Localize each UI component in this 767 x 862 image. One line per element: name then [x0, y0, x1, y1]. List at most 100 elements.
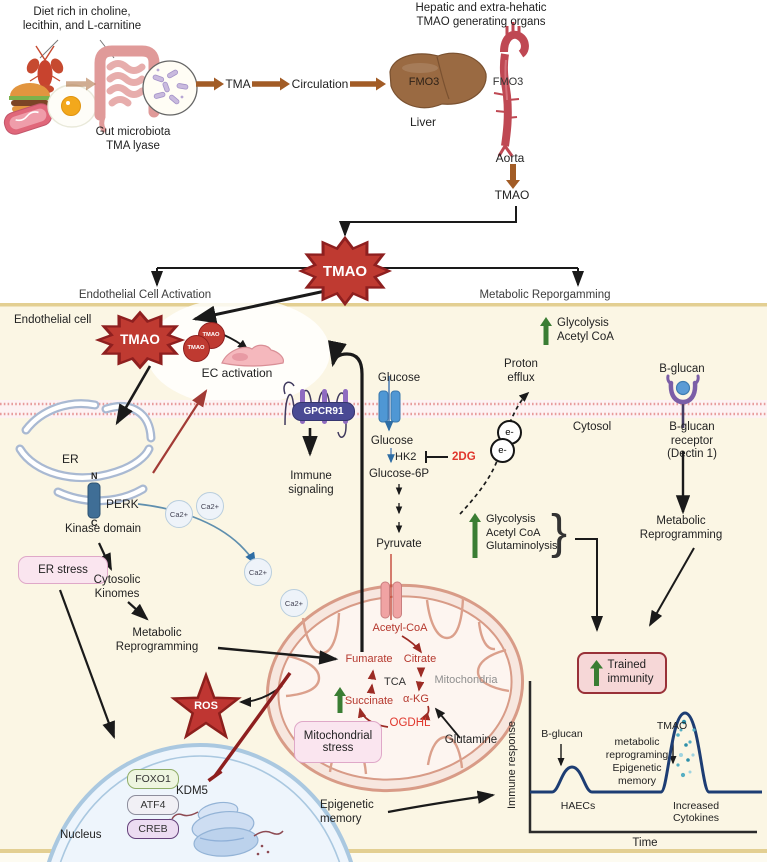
bglucan-label: B-glucan	[659, 363, 705, 375]
chart-bglucan-label: B-glucan	[541, 728, 583, 740]
calcium-ion-4: Ca2+	[280, 589, 308, 617]
nucleus-label: Nucleus	[60, 829, 102, 841]
liver-label: Liver	[409, 115, 437, 129]
chart-ylabel: Immune response	[506, 720, 518, 809]
chart-xlabel: Time	[632, 837, 658, 849]
mitochondria-label: Mitochondria	[434, 674, 498, 686]
chart-increased-cytokines-label: Increased Cytokines	[672, 800, 720, 825]
akg-label: α-KG	[403, 693, 429, 705]
epigenetic-memory-label: Epigenetic memory	[320, 799, 374, 825]
brown-arrows	[66, 77, 520, 189]
tma-label: TMA	[225, 77, 251, 91]
intestine-icon	[94, 45, 160, 133]
dectin1-receptor	[666, 374, 700, 428]
ec-cell-icon	[221, 344, 284, 367]
mitochondrial-stress-box: Mitochondrial stress	[294, 721, 382, 763]
ros-label: ROS	[194, 700, 218, 712]
gpcr91-pill: GPCR91	[292, 402, 355, 421]
gut-microbiota-label: Gut microbiota TMA lyase	[95, 126, 171, 152]
tmao-top-label: TMAO	[494, 188, 530, 202]
aorta-label: Aorta	[495, 151, 525, 165]
tmao-starburst-main	[297, 235, 393, 307]
connector-arrows	[58, 206, 695, 814]
chart-tmao-label: TMAO	[656, 720, 688, 732]
cytosolic-kinomes-label: Cytosolic Kinomes	[93, 574, 141, 600]
er-shape	[15, 399, 156, 506]
trained-immunity-label: Trained immunity	[607, 659, 654, 685]
mito-export-arrow	[327, 340, 364, 652]
inset-chart	[528, 681, 762, 834]
er-label: ER	[62, 452, 79, 466]
immune-signaling-label: Immune signaling	[288, 470, 334, 496]
glucose-transporter	[378, 390, 401, 423]
green-up-arrows	[334, 317, 552, 713]
kinase-domain-label: Kinase domain	[64, 523, 142, 535]
metabolic-reprogramming-right-label: Metabolic Reprogramming	[639, 515, 723, 541]
fumarate-label: Fumarate	[345, 653, 393, 665]
fmo3-aorta-label: FMO3	[492, 76, 524, 88]
glucose-out-label: Glucose	[377, 372, 421, 384]
calcium-ion-3: Ca2+	[244, 558, 272, 586]
meat-icon	[3, 103, 53, 135]
foxo1-pill: FOXO1	[127, 769, 179, 789]
perk-kinase-domain	[87, 482, 101, 519]
diet-label: Diet rich in choline, lecithin, and L-ca…	[22, 6, 142, 32]
electron-2: e-	[490, 438, 515, 463]
brace-glyph: }	[551, 506, 568, 559]
pyruvate-label: Pyruvate	[376, 538, 422, 550]
microbiota-magnifier	[142, 60, 198, 116]
cytokine-dots	[676, 719, 696, 778]
perk-c-terminus: C	[91, 518, 98, 528]
perk-label: PERK	[106, 497, 139, 511]
nucleus-shape	[46, 743, 354, 862]
succinate-label: Succinate	[344, 695, 394, 707]
branch-endothelial-label: Endothelial Cell Activation	[78, 289, 212, 301]
fmo3-liver-label: FMO3	[408, 76, 440, 88]
proton-efflux-arrow	[459, 391, 530, 515]
nucleosome-icon	[168, 801, 284, 857]
aorta-icon	[493, 22, 529, 157]
tmao-burst-cell-label: TMAO	[120, 332, 160, 347]
lobster-icon	[26, 45, 64, 94]
perk-n-terminus: N	[91, 471, 98, 481]
kdm5-label: KDM5	[176, 785, 208, 797]
tmao-burst-main-label: TMAO	[322, 263, 368, 280]
creb-pill: CREB	[127, 819, 179, 839]
glutamine-label: Glutamine	[444, 734, 498, 746]
atf4-pill: ATF4	[127, 795, 179, 815]
liver-icon	[389, 52, 487, 109]
circulation-label: Circulation	[291, 77, 349, 91]
tmao-starburst-cell	[94, 310, 186, 370]
acetylcoa-label: Acetyl-CoA	[372, 622, 428, 634]
2dg-label: 2DG	[452, 451, 476, 463]
metabolic-reprogramming-left-label: Metabolic Reprogramming	[115, 627, 199, 653]
fried-egg-icon	[47, 84, 97, 128]
ec-activation-label: EC activation	[201, 366, 273, 380]
tmao-molecule-2: TMAO	[182, 334, 210, 362]
trained-immunity-box: Trained immunity	[577, 652, 667, 694]
ros-star	[170, 671, 242, 740]
hk2-label: HK2	[395, 451, 417, 463]
chart-haecs-label: HAECs	[560, 800, 596, 812]
glucose6p-label: Glucose-6P	[368, 468, 430, 480]
ogdhl-label: OGDHL	[389, 717, 431, 729]
tmao-molecule-1: TMAO	[197, 321, 225, 349]
calcium-ion-1: Ca2+	[165, 500, 193, 528]
citrate-label: Citrate	[403, 653, 437, 665]
tca-label: TCA	[384, 676, 406, 688]
proton-efflux-label: Proton efflux	[504, 358, 538, 384]
er-to-ec-arrow	[152, 389, 208, 474]
endothelial-cell-label: Endothelial cell	[14, 314, 92, 326]
kdm5-inhibition	[207, 671, 292, 783]
bglucan-receptor-label: B-glucan receptor (Dectin 1)	[667, 421, 717, 461]
glycolysis-acetylcoa-label: Glycolysis Acetyl CoA	[557, 317, 614, 343]
trained-up-arrow-icon	[590, 660, 604, 686]
organs-label: Hepatic and extra-hehatic TMAO generatin…	[415, 2, 547, 28]
cytosol-label: Cytosol	[572, 421, 612, 433]
er-stress-box: ER stress	[18, 556, 108, 584]
calcium-ion-2: Ca2+	[196, 492, 224, 520]
glucose-in-label: Glucose	[370, 435, 414, 447]
tca-arrows	[357, 635, 431, 728]
branch-metabolic-label: Metabolic Reporgamming	[479, 289, 611, 301]
